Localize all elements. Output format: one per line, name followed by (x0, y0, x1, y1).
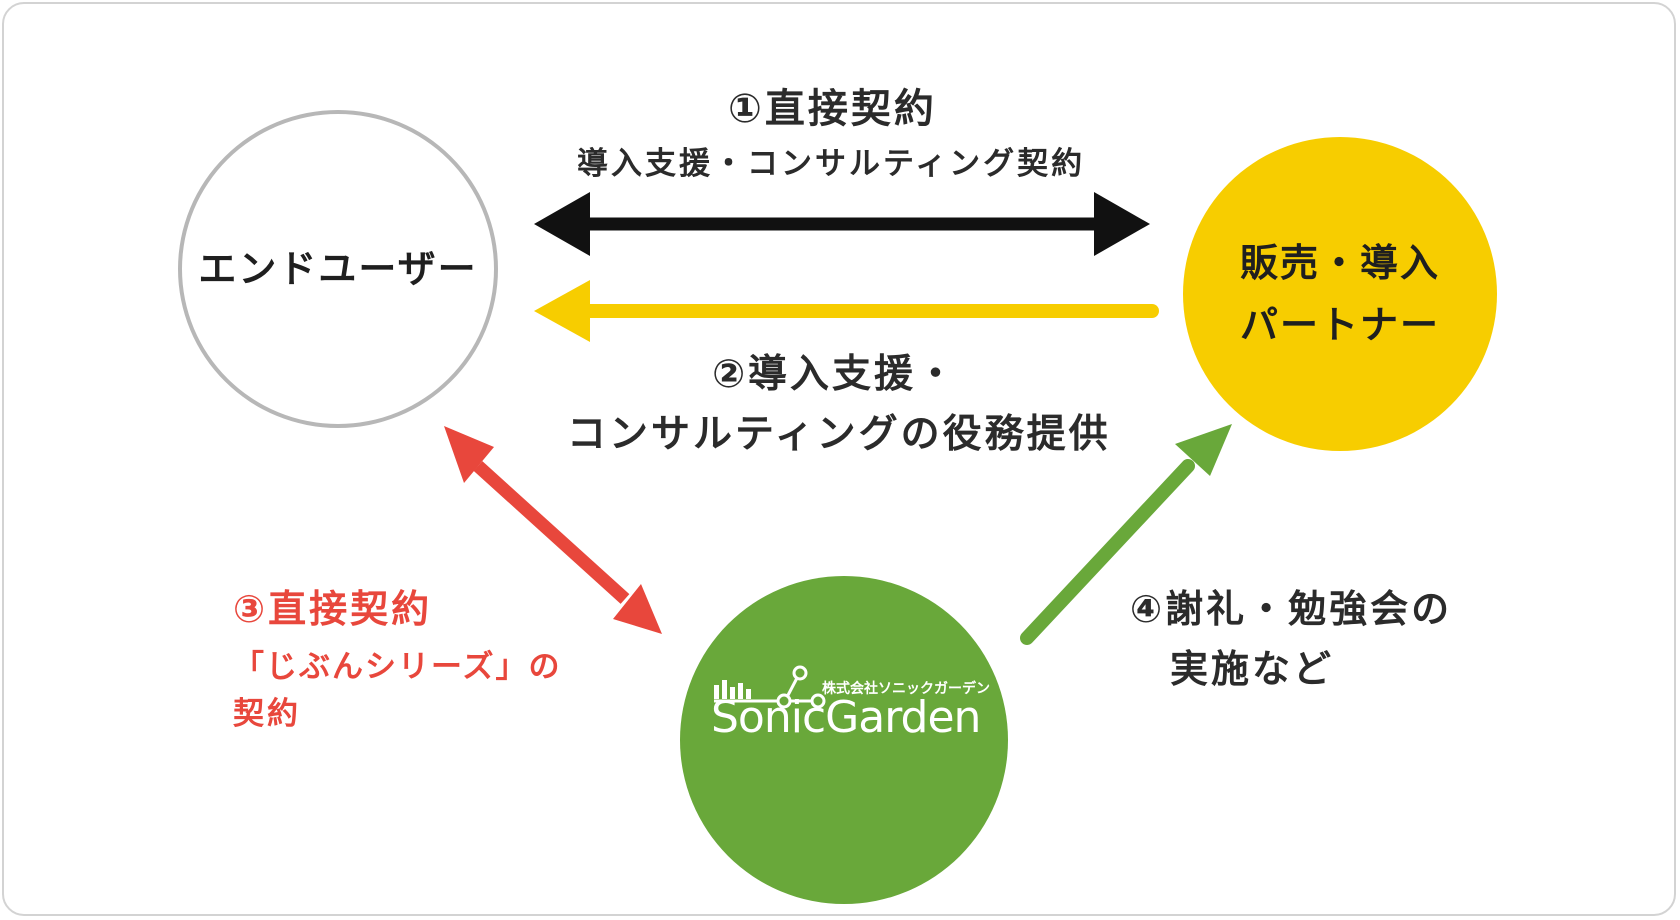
consulting-service-line2: コンサルティングの役務提供 (567, 412, 1111, 457)
consulting-service-line1: ②導入支援・ (712, 352, 959, 397)
jibun-contract-title: ③直接契約 (233, 587, 433, 631)
consulting-service-arrow (534, 280, 1159, 342)
partner-label-line1: 販売・導入 (1239, 241, 1440, 285)
reward-line2: 実施など (1170, 647, 1335, 691)
end-user-label: エンドユーザー (198, 247, 478, 291)
direct-contract-title: ①直接契約 (728, 86, 937, 132)
sonicgarden-node (680, 576, 1008, 904)
partner-label-line2: パートナー (1239, 303, 1440, 347)
sales-partner-node: 販売・導入 パートナー (1183, 137, 1497, 451)
partner-label: 販売・導入 パートナー (1240, 232, 1440, 356)
logo-network-icon (714, 665, 826, 709)
reward-line1: ④謝礼・勉強会の (1130, 587, 1453, 631)
jibun-series-contract-arrow (444, 426, 662, 634)
logo-company-name: 株式会社ソニックガーデン (822, 681, 990, 697)
end-user-node: エンドユーザー (178, 110, 498, 428)
logo-bars-icon (714, 680, 751, 699)
logo-wordmark: SonicGarden (711, 692, 981, 743)
jibun-contract-line3: 契約 (233, 696, 301, 732)
reward-arrow (1020, 424, 1232, 645)
direct-contract-arrow (534, 192, 1150, 256)
jibun-contract-line2: 「じぶんシリーズ」の (233, 649, 562, 685)
direct-contract-subtitle: 導入支援・コンサルティング契約 (577, 146, 1086, 182)
